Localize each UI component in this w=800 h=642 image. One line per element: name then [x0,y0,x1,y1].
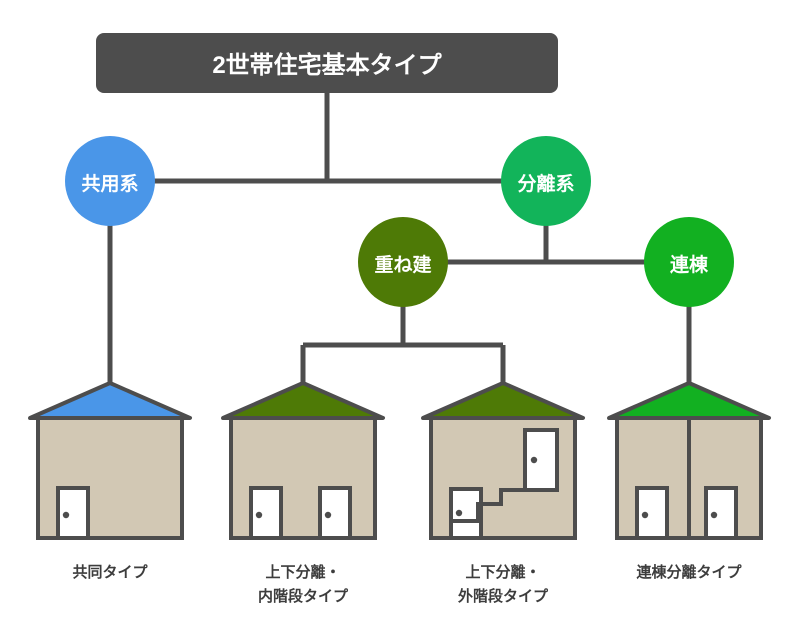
caption-house-kyodo: 共同タイプ [72,564,148,581]
house-kyodo[interactable] [28,381,192,540]
house-joge-naikaidan-roof [221,381,385,420]
node-bunri-label: 分離系 [517,172,574,195]
house-joge-naikaidan-door-2 [318,486,352,540]
node-kasane-circle [358,217,448,307]
node-rento[interactable]: 連棟 [644,217,734,307]
caption-house-joge-gaikaidan-line-2: 外階段タイプ [457,587,549,605]
caption-house-joge-naikaidan: 上下分離・ 内階段タイプ [258,563,349,605]
caption-house-joge-gaikaidan-line-1: 上下分離・ [465,563,540,581]
node-kyoyo-label: 共用系 [81,173,138,195]
caption-house-kyodo-line-1: 共同タイプ [72,564,148,581]
house-joge-naikaidan-doorknob-2 [324,511,332,519]
caption-house-joge-naikaidan-line-1: 上下分離・ [265,563,340,581]
node-kasane-label: 重ね建 [374,253,431,276]
house-kyodo-body [36,416,184,540]
house-joge-gaikaidan-door-upper [523,428,559,492]
node-bunri[interactable]: 分離系 [501,136,591,226]
title-box-background [96,33,558,93]
house-joge-gaikaidan-doorknob-lower [455,509,463,517]
node-rento-circle [644,217,734,307]
caption-house-joge-naikaidan-line-2: 内階段タイプ [258,587,349,605]
house-joge-gaikaidan-staircase [449,488,525,538]
house-joge-naikaidan-door-1 [249,486,283,540]
node-rento-label: 連棟 [670,253,709,276]
house-rento-bunri-door-1 [635,486,669,540]
title-box-label: 2世帯住宅基本タイプ [212,51,442,79]
caption-house-joge-gaikaidan: 上下分離・ 外階段タイプ [457,563,549,605]
house-rento-bunri-door-2 [704,486,738,540]
title-box: 2世帯住宅基本タイプ [96,33,558,93]
house-kyodo-doorknob-1 [62,511,70,519]
caption-house-rento-bunri-line-1: 連棟分離タイプ [636,563,742,581]
house-rento-bunri[interactable] [607,381,771,540]
node-kasane[interactable]: 重ね建 [358,217,448,307]
house-kyodo-door-1 [56,486,90,540]
house-rento-bunri-roof [607,381,771,420]
house-joge-gaikaidan-roof [421,381,585,420]
house-joge-naikaidan[interactable] [221,381,385,540]
house-joge-naikaidan-doorknob-1 [255,511,263,519]
node-kyoyo-circle [65,136,155,226]
house-kyodo-roof [28,381,192,420]
house-joge-gaikaidan-doorknob-upper [530,456,538,464]
house-joge-gaikaidan[interactable] [421,381,585,540]
caption-house-rento-bunri: 連棟分離タイプ [636,563,742,581]
node-bunri-circle [501,136,591,226]
house-rento-bunri-doorknob-1 [641,511,649,519]
house-rento-bunri-doorknob-2 [710,511,718,519]
node-kyoyo[interactable]: 共用系 [65,136,155,226]
